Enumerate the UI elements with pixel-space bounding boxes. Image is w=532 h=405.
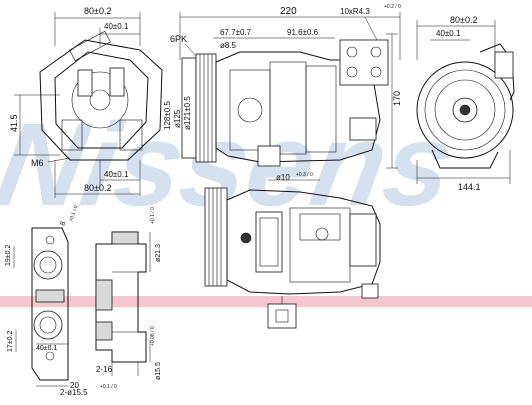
watermark-text: Nissens (0, 99, 463, 231)
tl-dim-40: 40±0.1 (104, 22, 129, 31)
tl-dim-40b: 40±0.1 (104, 170, 129, 179)
center-bottom-view (204, 187, 381, 329)
c-dim-677: 67.7±0.7 (220, 28, 252, 37)
b-dim-213: ø21.3 (155, 244, 162, 262)
tl-dim-415: 41.5 (9, 114, 19, 132)
b-dim-155-tol: +0.1 / 0 (100, 384, 117, 390)
r-dim-40: 40±0.1 (436, 29, 461, 38)
c-dim-10xr43-tol: +0.2 / 0 (384, 4, 401, 10)
r-dim-80: 80±0.2 (450, 15, 477, 25)
b-dim-17: 17±0.2 (7, 331, 14, 352)
b-dim-19: 19±0.2 (5, 245, 12, 266)
r-dim-1441: 144.1 (458, 182, 481, 192)
tl-dim-80: 80±0.2 (84, 6, 111, 16)
b-dim-216: 2-16 (96, 365, 113, 374)
b-dim-40: 40±0.1 (36, 345, 57, 352)
b-dim-155: 2-ø15.5 (60, 388, 88, 397)
c-dim-85: ø8.5 (220, 41, 237, 50)
top-left-view: 80±0.2 40±0.1 41.5 M6 40±0.1 80±0.2 (9, 6, 163, 198)
b-dim-8-tol: +0.1 / 0 (68, 205, 79, 223)
c-dim-125: ø125 (173, 109, 182, 128)
b-dim-1555: ø15.5 (155, 362, 162, 380)
pink-band (0, 296, 532, 307)
right-view: 80±0.2 40±0.1 144.1 (416, 15, 515, 192)
bottom-left-view: 19±0.2 8 +0.1 / 0 17±0.2 40±0.1 20 ø21.3… (5, 205, 162, 397)
b-dim-20: 20 (70, 381, 79, 390)
center-top-view: 220 10xR4.3 +0.2 / 0 6PK 67.7±0.7 ø8.5 9… (163, 4, 402, 182)
c-dim-121: ø121±0.5 (183, 96, 192, 130)
b-dim-1555-tol: +0.08 / 0 (150, 326, 156, 346)
c-dim-128: 128±0.5 (163, 101, 172, 130)
c-dim-220: 220 (280, 6, 297, 17)
c-label-6pk: 6PK (170, 34, 187, 44)
c-dim-916: 91.6±0.6 (287, 28, 319, 37)
c-dim-10xr43: 10xR4.3 (340, 7, 370, 16)
tl-dim-80b: 80±0.2 (84, 183, 111, 193)
b-dim-8: 8 (59, 221, 67, 227)
c-dim-10-tol: +0.3 / 0 (296, 172, 313, 178)
c-dim-10: ø10 (276, 173, 290, 182)
tl-dim-m6: M6 (31, 158, 44, 168)
b-dim-213-tol: +0.1 / 0 (150, 207, 156, 224)
c-dim-170: 170 (392, 91, 402, 106)
